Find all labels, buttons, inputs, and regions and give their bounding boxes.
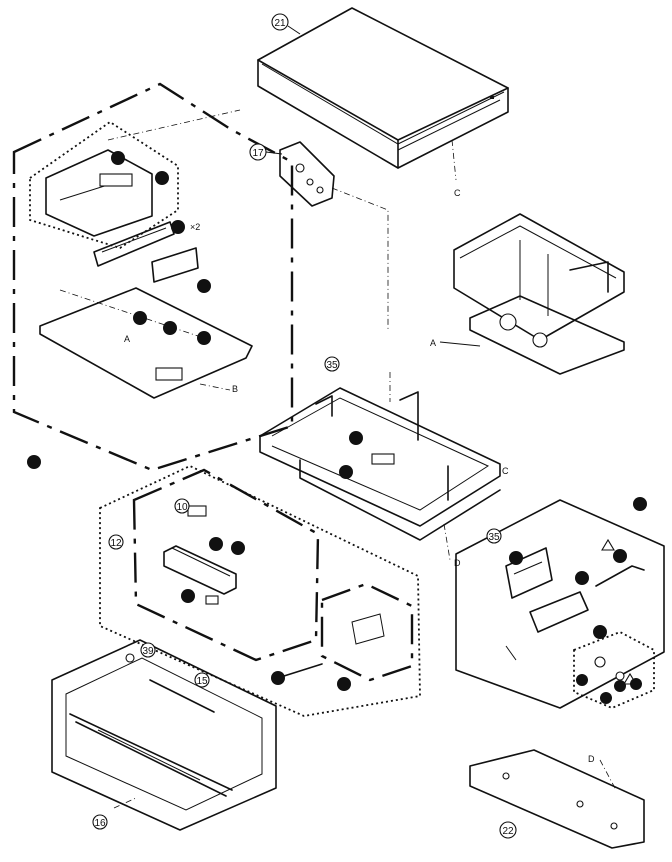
right-hex-group: [455, 499, 665, 709]
label-39: 39: [142, 646, 154, 657]
solid-callouts: [27, 151, 647, 704]
label-17: 17: [252, 148, 264, 159]
reference-letters: A B C A C D D: [124, 188, 595, 764]
numbered-callouts: 21 17 35 35 10 12 39 15 16 22 ×2: [92, 13, 517, 839]
label-35-right: 35: [488, 532, 500, 543]
callout-bubble: [630, 678, 642, 690]
tape-mechanism: [453, 213, 625, 375]
callout-bubble: [231, 541, 245, 555]
letter-d-chassis: D: [454, 558, 461, 568]
callout-bubble: [197, 279, 211, 293]
callout-bubble: [27, 455, 41, 469]
letter-a-right: A: [430, 338, 436, 348]
callout-bubble: [614, 680, 626, 692]
front-board-17: [279, 141, 389, 330]
callout-bubble: [111, 151, 125, 165]
front-panel-hex: [51, 639, 277, 831]
label-12: 12: [110, 538, 122, 549]
letter-d-plate: D: [588, 754, 595, 764]
callout-bubble: [133, 311, 147, 325]
letter-c-top: C: [454, 188, 461, 198]
callout-bubble: [163, 321, 177, 335]
note-x2: ×2: [190, 222, 200, 232]
callout-bubble: [575, 571, 589, 585]
label-22: 22: [502, 826, 514, 837]
bottom-plate-22: [469, 749, 645, 849]
callout-bubble: [600, 692, 612, 704]
callout-bubble: [197, 331, 211, 345]
letter-c-right: C: [502, 466, 509, 476]
middle-dotted-group: [99, 465, 421, 717]
label-15: 15: [196, 676, 208, 687]
letter-a-left: A: [124, 334, 130, 344]
callout-bubble: [171, 220, 185, 234]
top-cover: [257, 7, 509, 181]
callout-bubble: [181, 589, 195, 603]
callout-bubble: [509, 551, 523, 565]
callout-bubble: [613, 549, 627, 563]
callout-bubble: [271, 671, 285, 685]
label-16: 16: [94, 818, 106, 829]
callout-bubble: [349, 431, 363, 445]
callout-bubble: [593, 625, 607, 639]
left-hex-group: [12, 82, 294, 472]
label-10: 10: [176, 502, 188, 513]
label-35-top: 35: [326, 360, 338, 371]
letter-b: B: [232, 384, 238, 394]
callout-bubble: [155, 171, 169, 185]
callout-bubble: [209, 537, 223, 551]
callout-bubble: [576, 674, 588, 686]
callout-bubble: [337, 677, 351, 691]
callout-bubble: [633, 497, 647, 511]
main-chassis: [259, 372, 501, 561]
callout-bubble: [339, 465, 353, 479]
label-21: 21: [274, 18, 286, 29]
